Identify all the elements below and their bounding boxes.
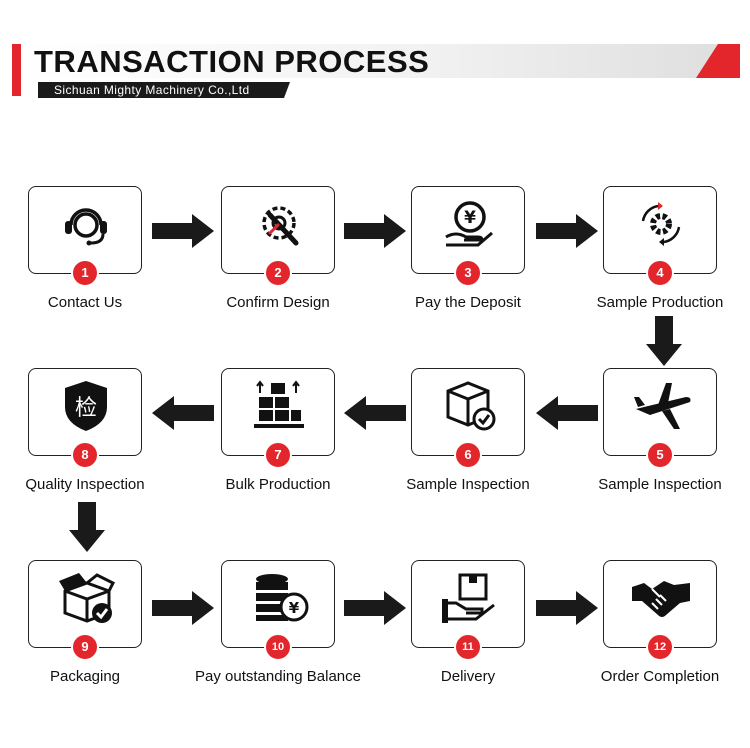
step-number-badge: 7 [264, 441, 292, 469]
handshake-icon [632, 581, 690, 617]
airplane-icon [634, 383, 691, 429]
step-number-badge: 2 [264, 259, 292, 287]
step-number-badge: 11 [454, 633, 482, 661]
step-number-badge: 1 [71, 259, 99, 287]
step-number-badge: 3 [454, 259, 482, 287]
step-label: Confirm Design [226, 294, 330, 311]
step-number-badge: 10 [264, 633, 292, 661]
step-box-contact-us [28, 186, 142, 274]
arrow-left [536, 396, 598, 430]
arrow-left [344, 396, 406, 430]
step-number-badge: 4 [646, 259, 674, 287]
hand-package-icon [442, 573, 495, 623]
headset-icon [65, 208, 107, 246]
arrow-right [536, 214, 598, 248]
arrow-right [152, 591, 214, 625]
page-subtitle: Sichuan Mighty Machinery Co.,Ltd [54, 83, 250, 97]
arrow-right [344, 214, 406, 248]
shield-inspect-icon: 检 [65, 381, 107, 431]
step-label: Order Completion [600, 668, 720, 685]
step-box-order-completion [603, 560, 717, 648]
arrow-right [344, 591, 406, 625]
step-box-sample-inspection-5 [603, 368, 717, 456]
gear-wrench-icon [262, 206, 299, 246]
step-number-badge: 6 [454, 441, 482, 469]
step-number-badge: 9 [71, 633, 99, 661]
yen-coin-hand-icon: ¥ [445, 201, 493, 247]
step-label: Sample Inspection [406, 476, 530, 493]
step-label: Pay outstanding Balance [195, 668, 361, 685]
step-label: Quality Inspection [25, 476, 145, 493]
arrow-right [152, 214, 214, 248]
step-label: Pay the Deposit [415, 294, 521, 311]
step-number-badge: 12 [646, 633, 674, 661]
page-title: TRANSACTION PROCESS [34, 44, 430, 79]
step-label: Packaging [49, 668, 121, 685]
arrow-right [536, 591, 598, 625]
arrow-down [69, 502, 105, 552]
arrow-left [152, 396, 214, 430]
arrow-down [646, 316, 682, 366]
pallet-boxes-icon [254, 380, 304, 428]
step-label: Bulk Production [225, 476, 331, 493]
gear-cycle-icon [641, 202, 681, 246]
svg-text:¥: ¥ [464, 208, 476, 228]
coin-stack-yen-icon: ¥ [256, 574, 309, 622]
step-number-badge: 5 [646, 441, 674, 469]
step-label: Delivery [440, 668, 496, 685]
header-decoration [12, 44, 740, 98]
header: TRANSACTION PROCESS Sichuan Mighty Machi… [0, 0, 750, 110]
step-label: Sample Inspection [598, 476, 722, 493]
open-box-check-icon [59, 573, 116, 623]
step-label: Contact Us [47, 294, 123, 311]
svg-text:¥: ¥ [289, 599, 300, 617]
step-label: Sample Production [596, 294, 724, 311]
step-number-badge: 8 [71, 441, 99, 469]
inspect-char: 检 [75, 396, 97, 421]
box-check-icon [446, 381, 496, 431]
